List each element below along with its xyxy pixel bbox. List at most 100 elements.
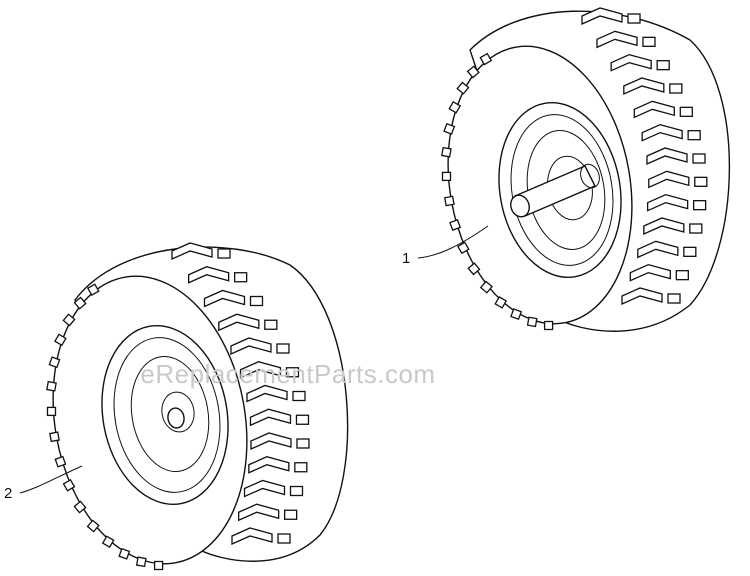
wheel-2-tread-block: [294, 462, 308, 473]
wheel-1-sidewall-lug: [449, 219, 462, 231]
wheel-1-sidewall-lug: [543, 320, 554, 331]
wheel-1-tread-block: [679, 106, 693, 117]
wheel-1-tread-block: [689, 223, 703, 234]
wheel-2-tread-lug: [250, 432, 292, 451]
wheel-1-tread-lug: [633, 100, 675, 119]
wheel-2-tread-lug: [218, 313, 260, 332]
wheel-2-tread-block: [233, 272, 248, 283]
wheel-2-sidewall-lug: [101, 535, 115, 549]
wheel-2-tread-block: [296, 438, 310, 449]
callout-2: 2: [4, 465, 83, 502]
wheel-2-sidewall-lug: [86, 283, 100, 297]
wheel-1-tread-lug: [643, 217, 685, 236]
wheel-1-tread-lug: [629, 263, 671, 282]
wheel-2-rim-inner: [130, 356, 210, 472]
wheel-2-sidewall-lug: [54, 333, 67, 347]
wheel-2-sidewall-lug: [135, 556, 147, 568]
wheel-1-sidewall-lug: [448, 100, 462, 114]
wheel-2-tread-lug: [239, 361, 282, 379]
wheel-2-sidewall-lug: [46, 406, 57, 417]
wheel-2-sidewall-lug: [46, 380, 57, 392]
wheel-2-hub-bore: [167, 407, 185, 429]
wheel-2-tread-block: [289, 485, 304, 497]
wheel-2-tread-block: [277, 533, 291, 544]
wheel-2-sidewall-lug: [54, 455, 67, 468]
callout-1-leader-line: [417, 225, 489, 259]
wheel-1-axle-end: [510, 194, 530, 218]
wheel-2-tread-block: [292, 390, 306, 402]
wheel-1-sidewall-lug: [456, 81, 470, 95]
wheel-1-tread-block: [675, 270, 689, 281]
wheel-2-tread-block: [276, 343, 290, 354]
wheel-2-tread-block: [285, 367, 300, 378]
wheel-1-sidewall-lug: [466, 65, 480, 79]
wheel-1-sidewall-lug: [494, 296, 508, 309]
wheel-2-sidewall-lug: [62, 478, 76, 492]
wheel-2-tread-lug: [249, 408, 292, 427]
wheel-2-tread-block: [295, 414, 310, 425]
wheel-1-sidewall-lug: [441, 146, 452, 158]
wheel-2-rim-outer: [101, 325, 229, 505]
wheel-2-sidewall-lug: [49, 431, 60, 443]
wheel-1-sidewall-lug: [441, 171, 452, 182]
wheel-1-tread: [581, 7, 708, 306]
wheel-2-tread-lug: [171, 242, 213, 261]
wheel-1-tread-block: [667, 293, 681, 304]
wheel-2-tread-lug: [246, 384, 288, 403]
callout-2-leader-line: [19, 465, 83, 494]
wheel-2: [46, 242, 349, 571]
wheel-2-tread: [171, 242, 310, 546]
wheel-1-tread-block: [683, 246, 697, 257]
wheel-2-hub: [161, 391, 195, 433]
wheel-2-sidewall-lug: [118, 547, 131, 560]
wheel-2-tread-lug: [230, 337, 272, 356]
wheel-1-tread-block: [687, 130, 701, 141]
wheel-1-tread-lug: [648, 170, 690, 189]
wheel-2-rim-ring: [113, 337, 221, 493]
wheel-1-sidewall-lug: [456, 241, 470, 255]
wheel-1-sidewall-lugs: [441, 52, 554, 331]
wheel-2-sidewall-lug: [48, 356, 61, 369]
wheel-1-tread-block: [642, 36, 656, 47]
wheel-1-tread-lug: [637, 240, 679, 259]
wheel-1-tread-block: [656, 60, 670, 71]
wheel-1-tread-block: [692, 200, 707, 211]
wheel-2-tread-block: [264, 319, 278, 330]
wheel-2-sidewall-lug: [73, 296, 87, 310]
wheel-1-tread-lug: [596, 30, 638, 49]
wheel-1-sidewall-lug: [443, 122, 456, 135]
wheel-2-tread-lug: [231, 527, 273, 546]
wheel-1-tread-lug: [641, 123, 683, 142]
wheel-1-sidewall-lug: [444, 195, 455, 207]
wheel-2-sidewall-lug: [73, 500, 87, 514]
wheel-2-tread-lug: [248, 456, 290, 474]
wheel-2-tread-lug: [243, 479, 286, 498]
wheel-1-sidewall-lug: [510, 308, 523, 321]
wheel-2-sidewall-lug: [86, 519, 100, 533]
wheel-1-sidewall-lug: [479, 52, 493, 66]
wheel-1-axle-collar: [580, 163, 600, 189]
wheel-2-sidewall-lugs: [46, 283, 164, 571]
wheel-1-tread-lug: [610, 53, 652, 72]
wheel-2-tread-lug: [237, 503, 280, 522]
wheel-1-tread-block: [694, 176, 708, 187]
wheel-1-tread-lug: [621, 287, 663, 306]
callout-1-number: 1: [402, 250, 410, 267]
wheel-2-tread-lug: [203, 289, 246, 308]
watermark-text: eReplacementParts.com: [140, 359, 435, 389]
wheel-1-tread-block: [669, 83, 683, 94]
wheel-1-tread-lug: [581, 7, 623, 26]
wheel-2-sidewall-lug: [153, 560, 164, 571]
callout-2-number: 2: [4, 485, 12, 502]
wheel-1-sidewall-lug: [479, 280, 493, 294]
wheel-1-tread-lug: [646, 147, 688, 166]
wheel-1-tread-lug: [646, 193, 689, 212]
callout-1: 1: [402, 225, 489, 267]
wheel-2-tread-lug: [187, 266, 230, 284]
wheel-2-sidewall-lug: [62, 313, 76, 327]
wheel-1-sidewall-lug: [526, 316, 538, 328]
wheel-1-tread-block: [692, 153, 706, 164]
wheel-2-tread-block: [283, 509, 298, 520]
wheel-2-tread-block: [217, 248, 231, 259]
